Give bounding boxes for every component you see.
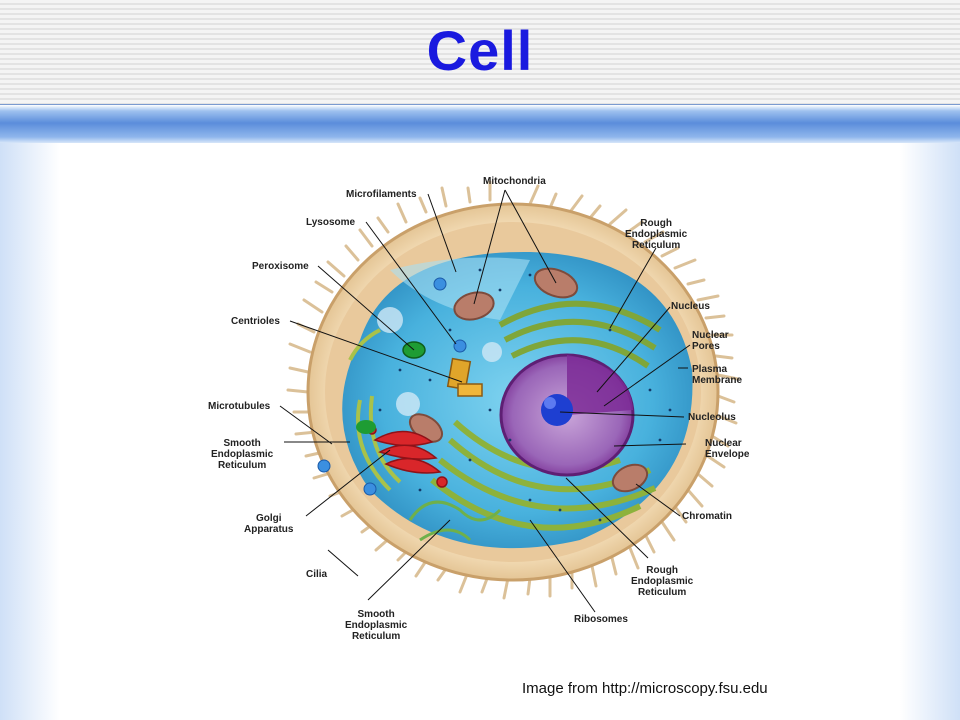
- label-nuclear-pores: Nuclear Pores: [692, 330, 729, 352]
- label-golgi-apparatus: Golgi Apparatus: [244, 513, 294, 535]
- label-mitochondria: Mitochondria: [483, 176, 546, 187]
- lysosome-shapes: [317, 277, 467, 496]
- image-credit: Image from http://microscopy.fsu.edu: [522, 680, 768, 697]
- cell-diagram: Microfilaments Mitochondria Lysosome Rou…: [200, 160, 780, 650]
- ribosome-dots: [378, 268, 672, 522]
- label-chromatin: Chromatin: [682, 511, 732, 522]
- label-rough-er-bottom: Rough Endoplasmic Reticulum: [631, 565, 694, 598]
- label-centrioles: Centrioles: [231, 316, 280, 327]
- smooth-er-left-shape: [348, 328, 402, 492]
- label-microfilaments: Microfilaments: [346, 189, 417, 200]
- label-microtubules: Microtubules: [208, 401, 271, 412]
- label-ribosomes: Ribosomes: [574, 614, 628, 625]
- label-nucleus: Nucleus: [671, 301, 710, 312]
- header-stripes: [0, 0, 960, 104]
- leader-lines: [279, 189, 691, 613]
- label-smooth-er-left: Smooth Endoplasmic Reticulum: [211, 438, 274, 471]
- rough-er-top-shape: [498, 300, 662, 369]
- peroxisome-shape-2: [356, 420, 376, 434]
- centrioles-shape: [446, 357, 483, 397]
- label-smooth-er-bottom: Smooth Endoplasmic Reticulum: [345, 609, 408, 642]
- label-cilia: Cilia: [306, 569, 328, 580]
- smooth-er-bottom-shape: [408, 500, 502, 542]
- vesicle-shapes: [377, 307, 502, 416]
- slide-title: Cell: [426, 19, 534, 82]
- label-nucleolus: Nucleolus: [688, 412, 736, 423]
- label-nuclear-envelope: Nuclear Envelope: [705, 438, 750, 460]
- label-peroxisome: Peroxisome: [252, 261, 309, 272]
- cell-illustration: [279, 180, 740, 613]
- label-lysosome: Lysosome: [306, 217, 356, 228]
- header-band: [0, 104, 960, 143]
- label-rough-er-top: Rough Endoplasmic Reticulum: [625, 218, 688, 251]
- cilia-fringe: [286, 180, 740, 600]
- label-plasma-membrane: Plasma Membrane: [692, 364, 743, 386]
